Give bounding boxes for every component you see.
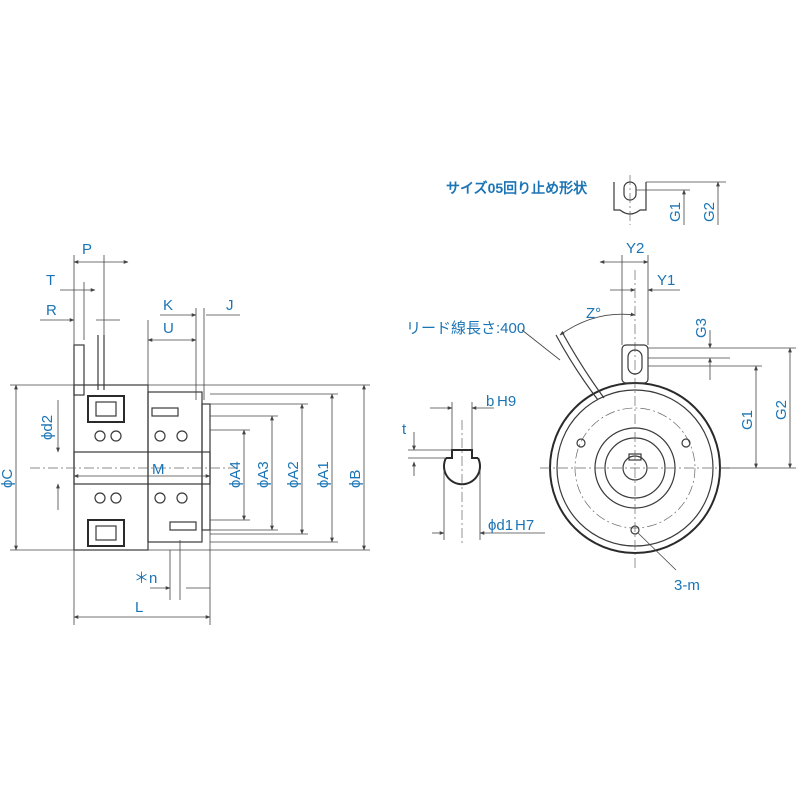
- lead-wire: [561, 331, 605, 399]
- field-housing: [73, 384, 149, 551]
- coil-top-winding: [95, 401, 117, 417]
- dim-b-tol: H9: [497, 393, 516, 410]
- bearing-ball: [110, 492, 122, 504]
- side-section-view: P T R K J U ϕd2 ϕC M ϕA4: [0, 241, 370, 625]
- dim-phi-A3: ϕA3: [255, 461, 272, 488]
- dim-phi-A1: ϕA1: [315, 461, 332, 488]
- coil-top: [87, 395, 125, 423]
- armature-plate: [201, 403, 211, 531]
- dim-phi-d1: ϕd1: [488, 517, 513, 534]
- bearing-ball: [154, 430, 166, 442]
- bearing-ball: [94, 492, 106, 504]
- anti-rotation-tab: [621, 344, 649, 384]
- dim-Y1: Y1: [657, 272, 675, 289]
- dim-P: P: [82, 241, 92, 258]
- keyway-detail: b H9 t ϕd1 H7: [402, 393, 545, 545]
- size05-detail: サイズ05回り止め形状 G1 G2: [446, 175, 726, 225]
- dim-phi-C: ϕC: [0, 469, 16, 488]
- size05-G2: G2: [701, 202, 718, 222]
- dim-R: R: [46, 302, 57, 319]
- dim-t: t: [402, 421, 407, 438]
- size05-title: サイズ05回り止め形状: [446, 180, 588, 196]
- dim-phi-A2: ϕA2: [285, 461, 302, 488]
- dim-G3: G3: [693, 318, 710, 338]
- dim-phi-d2: ϕd2: [39, 415, 56, 440]
- holes-label: 3-m: [674, 577, 700, 594]
- mount-hole: [576, 438, 586, 448]
- dim-G1: G1: [739, 410, 756, 430]
- dim-Z: Z°: [586, 305, 601, 322]
- dim-G2: G2: [773, 400, 790, 420]
- bearing-ball: [154, 492, 166, 504]
- dim-d1-tol: H7: [515, 517, 534, 534]
- dim-U: U: [163, 320, 174, 337]
- lead-length: リード線長さ:400: [406, 320, 525, 337]
- dim-b: b: [486, 393, 494, 410]
- bearing-ball: [176, 492, 188, 504]
- dim-T: T: [46, 272, 55, 289]
- lead-wire: [555, 334, 599, 401]
- coil-bottom: [87, 519, 125, 547]
- bore-circle: [443, 457, 481, 486]
- dim-L: L: [135, 599, 143, 616]
- bearing-ball: [110, 430, 122, 442]
- dim-n: ＊n: [134, 570, 157, 587]
- dim-M: M: [152, 461, 165, 478]
- bolt-bottom: [169, 521, 197, 531]
- anti-rotation-slot: [627, 349, 643, 375]
- dim-phi-B: ϕB: [347, 470, 364, 488]
- dim-J: J: [226, 297, 234, 314]
- dim-K: K: [163, 297, 173, 314]
- bearing-ball: [94, 430, 106, 442]
- bearing-ball: [176, 430, 188, 442]
- keyway-slot: [446, 449, 478, 459]
- lead-bracket: [73, 344, 85, 396]
- coil-bottom-winding: [95, 525, 117, 541]
- size05-G1: G1: [667, 202, 684, 222]
- mount-hole: [681, 438, 691, 448]
- dim-phi-A4: ϕA4: [227, 461, 244, 488]
- bolt-top: [151, 407, 179, 417]
- dim-Y2: Y2: [626, 240, 644, 257]
- front-view: リード線長さ:400 Z° Y2 Y1 G3 G1 G2 3-m: [406, 240, 796, 594]
